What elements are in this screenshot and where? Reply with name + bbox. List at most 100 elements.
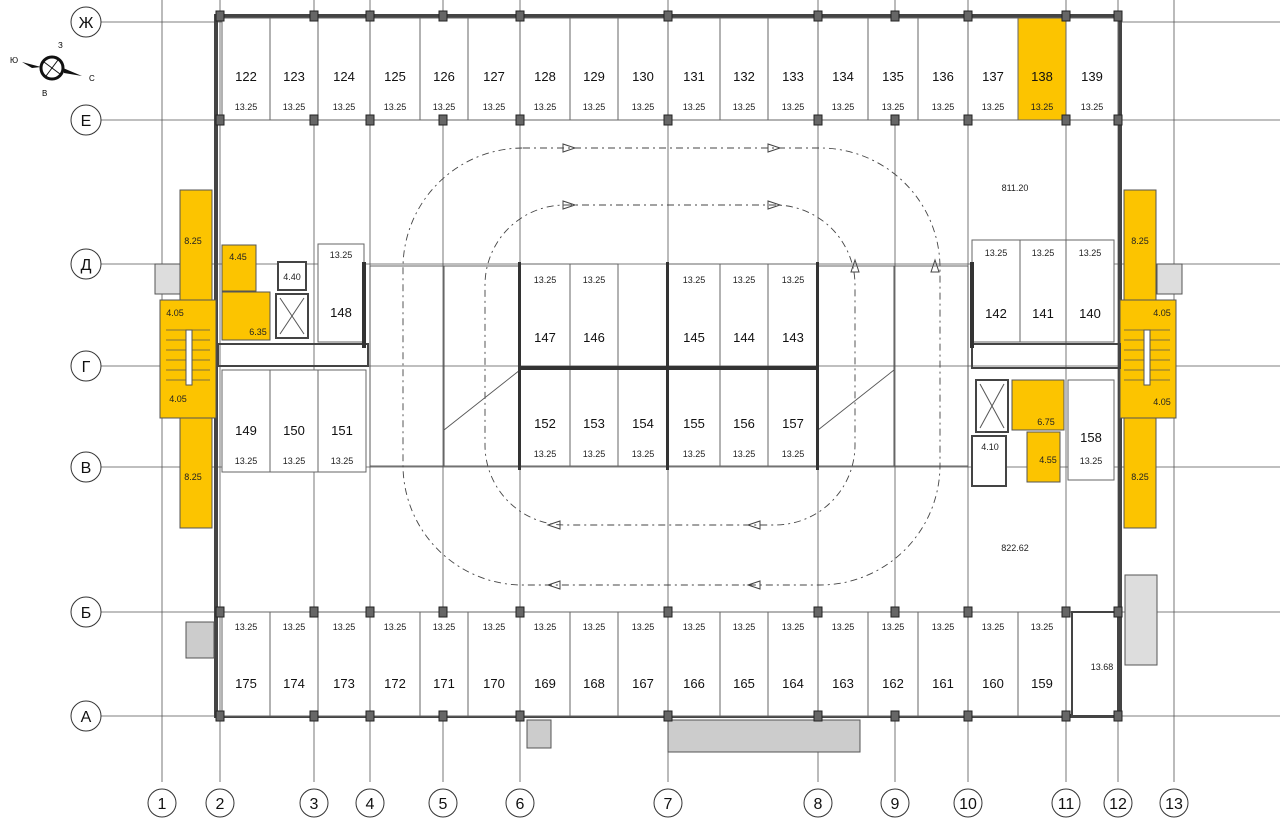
- column-pillar: [515, 606, 525, 618]
- stall-area: 13.25: [235, 102, 258, 112]
- compass-icon: С Ю З В: [10, 41, 95, 98]
- stall-number: 166: [683, 676, 705, 691]
- stall-area: 13.25: [1081, 102, 1104, 112]
- stall-area: 13.25: [1032, 248, 1055, 258]
- stall-area: 13.25: [384, 622, 407, 632]
- stall-outline: [1065, 239, 1115, 343]
- stall-outline: [719, 611, 769, 717]
- stall-number: 122: [235, 69, 257, 84]
- stall-area: 13.25: [882, 622, 905, 632]
- room-area-left-stair-top: 4.05: [166, 308, 184, 318]
- axis-bubble: [70, 700, 102, 732]
- stall-number: 134: [832, 69, 854, 84]
- axis-bubble: [205, 788, 235, 818]
- column-pillar: [663, 114, 673, 126]
- column-pillar: [963, 10, 973, 22]
- stall-outline: [269, 17, 319, 121]
- stall-area: 13.25: [283, 622, 306, 632]
- stall-outline: [1067, 379, 1115, 481]
- room-area-right-utility: 4.10: [981, 442, 999, 452]
- row-axis-label: Ж: [79, 15, 94, 32]
- room-area-left-stair-bottom: 4.05: [169, 394, 187, 404]
- structural-wall: [520, 366, 818, 370]
- stall-outline: [569, 367, 619, 467]
- stall-area: 13.25: [782, 102, 805, 112]
- stall-area: 13.25: [583, 275, 606, 285]
- column-pillar: [438, 10, 448, 22]
- axis-bubble: [803, 788, 833, 818]
- parking-stall-162[interactable]: 162 13.25: [867, 611, 919, 717]
- stall-number: 162: [882, 676, 904, 691]
- stall-outline: [971, 239, 1021, 343]
- column-pillar: [309, 710, 319, 722]
- row-axis-label: А: [81, 709, 92, 726]
- compass-south: Ю: [10, 56, 18, 65]
- stall-area: 13.25: [433, 102, 456, 112]
- stall-number: 144: [733, 330, 755, 345]
- stall-area: 13.25: [733, 449, 756, 459]
- column-pillar: [515, 10, 525, 22]
- axis-bubble: [355, 788, 385, 818]
- column-axis-label: 2: [216, 796, 225, 813]
- column-pillar: [215, 10, 225, 22]
- column-pillar: [365, 606, 375, 618]
- axis-bubble: [505, 788, 535, 818]
- stall-outline: [221, 611, 271, 717]
- room-area-left-vestibule: 4.45: [229, 252, 247, 262]
- parking-stalls: 122 13.25 12313.2512413.2512513.2512613.25…: [215, 10, 1123, 722]
- parking-stall-122[interactable]: 122 13.25: [221, 17, 271, 121]
